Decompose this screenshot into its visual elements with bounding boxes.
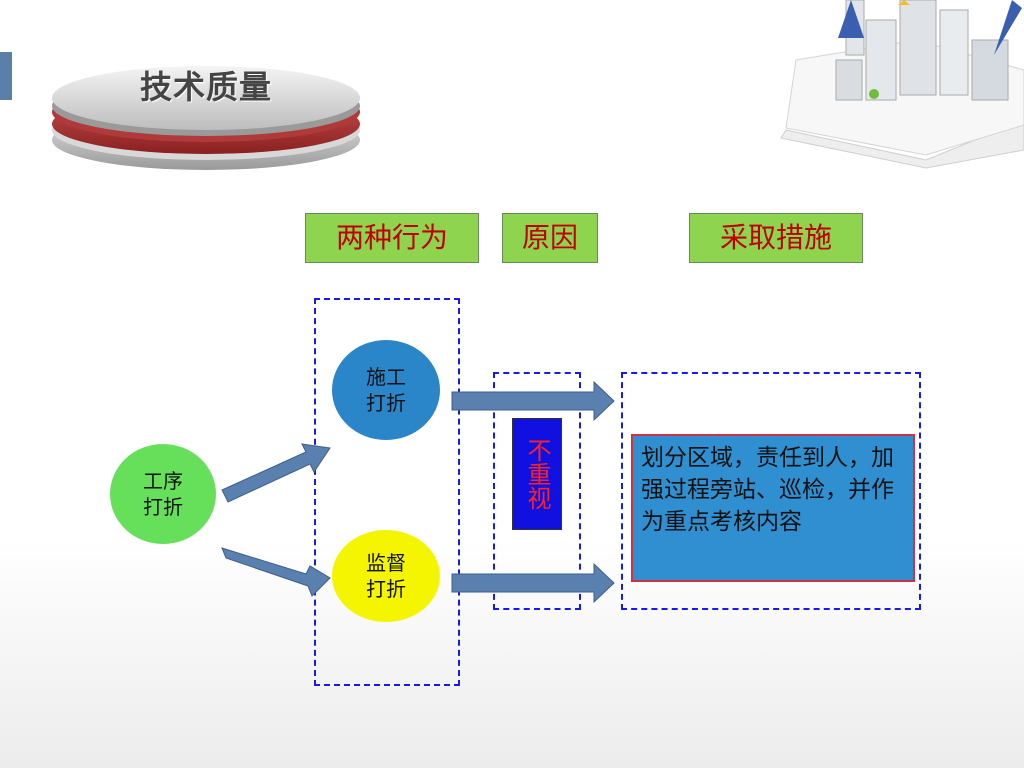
measures-box: 划分区域，责任到人，加强过程旁站、巡检，并作为重点考核内容 xyxy=(631,434,915,582)
left-accent-tab xyxy=(0,52,12,100)
header-measures: 采取措施 xyxy=(689,213,863,263)
node-process-discount: 工序 打折 xyxy=(110,444,216,544)
measures-frame xyxy=(621,372,921,610)
header-behaviors: 两种行为 xyxy=(305,213,479,263)
title-disc-graphic xyxy=(48,40,364,180)
header-reason: 原因 xyxy=(502,213,598,263)
node-supervision-discount: 监督 打折 xyxy=(332,530,440,622)
page-title: 技术质量 xyxy=(139,68,272,106)
city-illustration xyxy=(776,0,1024,170)
reason-box: 不重视 xyxy=(512,418,562,530)
reason-frame xyxy=(493,372,581,610)
node-construction-discount: 施工 打折 xyxy=(332,340,440,440)
